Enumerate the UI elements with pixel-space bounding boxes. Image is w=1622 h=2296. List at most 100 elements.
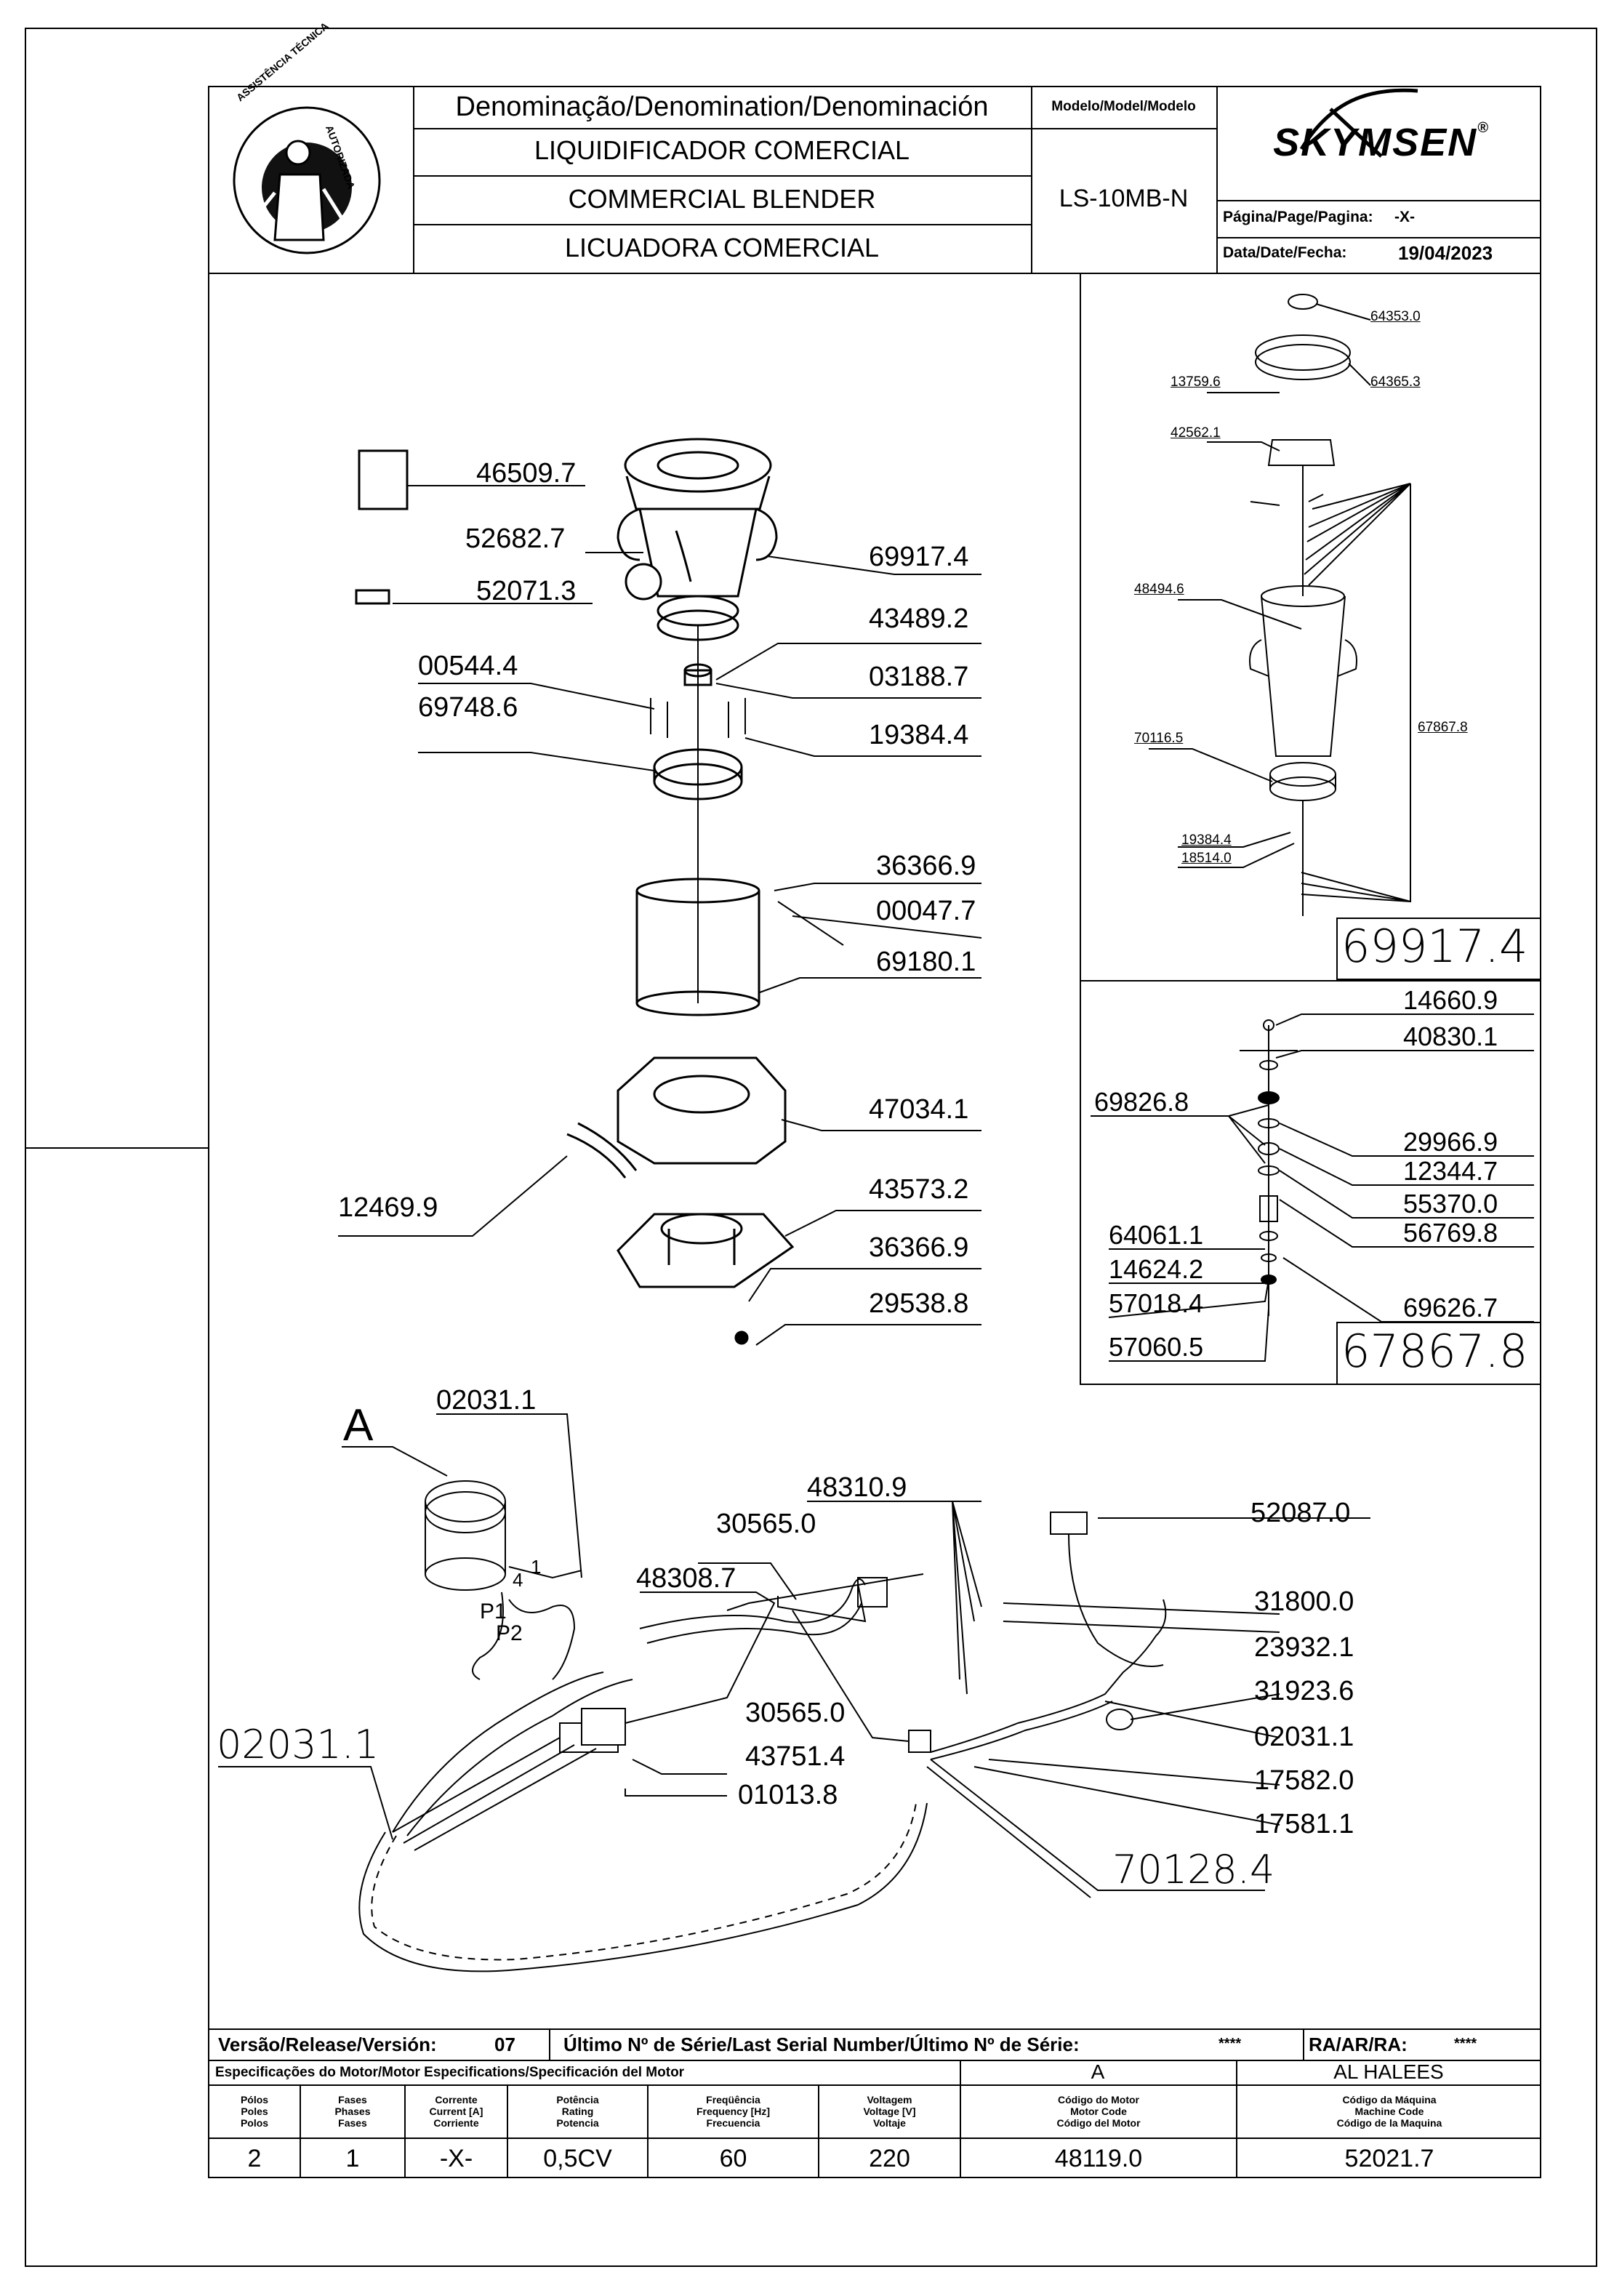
ra-label: RA/AR/RA: [1309,2034,1408,2055]
blade-detail-part: 57018.4 [1109,1288,1204,1318]
col-header-motor-code: Código do Motor Motor Code Código del Mo… [1056,2094,1141,2129]
blade-detail-part: 69626.7 [1403,1293,1498,1322]
blade-detail-part: 64061.1 [1109,1220,1204,1250]
part-label: 69748.6 [418,692,518,723]
blade-detail-part: 29966.9 [1403,1127,1498,1157]
wiring-part: 31923.6 [1254,1676,1354,1706]
part-label: 36366.9 [876,851,976,881]
serial-value: **** [1218,2036,1242,2052]
version-label: Versão/Release/Versión: [218,2034,437,2055]
wiring-part: 43751.4 [745,1741,846,1772]
sheet-border [208,86,1541,2178]
val-motor-code: 48119.0 [1054,2144,1143,2172]
part-label: 43489.2 [869,603,969,634]
wiring-part: 02031.1 [436,1385,537,1416]
product-name-pt: LIQUIDIFICADOR COMERCIAL [534,135,910,165]
motor-mark: 1 [531,1556,542,1578]
product-name-es: LICUADORA COMERCIAL [564,233,880,262]
jar-detail-part: 48494.6 [1134,582,1184,597]
motor-mark: 4 [513,1569,523,1591]
margin-tick [25,1147,208,1149]
motor-mark: P2 [496,1621,523,1645]
wiring-part: 02031.1 [1254,1722,1354,1752]
part-label: 47034.1 [869,1094,969,1125]
date-label: Data/Date/Fecha: [1223,244,1347,261]
denomination-title: Denominação/Denomination/Denominación [455,92,989,122]
model-value: LS-10MB-N [1059,185,1189,212]
part-label: 03188.7 [869,662,969,692]
col-header-machine-code: Código da Máquina Machine Code Código de… [1336,2094,1442,2129]
jar-detail-part: 13759.6 [1171,374,1221,390]
blade-detail-part: 14624.2 [1109,1254,1204,1284]
blade-assembly-code: 67867.8 [1341,1325,1528,1378]
part-label: 12469.9 [338,1192,438,1223]
part-label: 69180.1 [876,947,976,977]
jar-assembly-code: 69917.4 [1341,920,1528,973]
version-value: 07 [494,2034,515,2055]
part-label: 19384.4 [869,720,969,750]
jar-detail-part: 64353.0 [1370,309,1421,324]
wiring-part: 01013.8 [738,1780,838,1810]
wiring-part: 48308.7 [636,1563,736,1594]
blade-detail-part: 57060.5 [1109,1332,1204,1362]
blade-detail-part: 40830.1 [1403,1021,1498,1051]
wiring-part: 52087.0 [1250,1498,1351,1528]
motor-spec-label: Especificações do Motor/Motor Especifica… [215,2065,685,2080]
blade-detail-part: 55370.0 [1403,1189,1498,1219]
model-label: Modelo/Model/Modelo [1051,99,1196,114]
val-phases: 1 [345,2144,360,2172]
blade-code-box [1336,1322,1541,1385]
jar-detail-part: 70116.5 [1134,731,1184,746]
jar-detail-part: 67867.8 [1418,720,1468,735]
jar-detail-part: 18514.0 [1181,851,1232,866]
jar-detail-part: 64365.3 [1370,374,1421,390]
wiring-part: 48310.9 [807,1472,907,1503]
wiring-part: 17581.1 [1254,1809,1354,1839]
part-label: 46509.7 [476,458,577,489]
part-label: 52682.7 [465,523,566,554]
blade-detail-part: 14660.9 [1403,985,1498,1015]
wiring-part: 23932.1 [1254,1632,1354,1663]
val-rating: 0,5CV [543,2144,612,2172]
detail-panels [1080,273,1541,1385]
part-label: 52071.3 [476,576,577,606]
col-header-voltage: Voltagem Voltage [V] Voltaje [863,2094,916,2129]
col-header-poles: Pólos Poles Polos [240,2094,269,2129]
blade-detail-part: 12344.7 [1403,1156,1498,1186]
wiring-part: 30565.0 [716,1509,816,1539]
val-voltage: 220 [869,2144,910,2172]
page-label: Página/Page/Pagina: [1223,209,1373,225]
product-name-en: COMMERCIAL BLENDER [568,184,876,214]
brand-logo: SKYMSEN® [1273,120,1490,164]
wiring-part: 17582.0 [1254,1765,1354,1796]
blade-detail-part: 69826.8 [1094,1087,1189,1117]
part-label: 69917.4 [869,542,969,572]
col-header-phases: Fases Phases Fases [334,2094,371,2129]
wiring-big-label-left: 02031.1 [217,1722,380,1767]
date-value: 19/04/2023 [1398,242,1493,264]
part-label: 00544.4 [418,651,518,681]
wiring-big-label-bottom: 70128.4 [1112,1847,1275,1892]
col-header-rating: Potência Rating Potencia [556,2094,599,2129]
part-label: 00047.7 [876,896,976,926]
val-machine-code: 52021.7 [1344,2144,1434,2172]
blade-detail-part: 56769.8 [1403,1218,1498,1248]
val-current: -X- [439,2144,473,2172]
wiring-part: 30565.0 [745,1698,846,1728]
motor-mark: P1 [480,1599,507,1623]
jar-code-box [1336,918,1541,980]
col-header-current: Corrente Current [A] Corriente [429,2094,483,2129]
val-frequency: 60 [719,2144,747,2172]
col-header-frequency: Freqüência Frequency [Hz] Frecuencia [696,2094,771,2129]
jar-detail-part: 19384.4 [1181,832,1232,848]
ra-value: **** [1454,2036,1477,2052]
dealer-name: AL HALEES [1333,2060,1444,2083]
view-letter: A [343,1400,374,1450]
val-poles: 2 [247,2144,262,2172]
serial-label: Último Nº de Série/Last Serial Number/Úl… [563,2034,1080,2055]
part-label: 43573.2 [869,1174,969,1205]
part-label: 29538.8 [869,1288,969,1319]
part-label: 36366.9 [869,1232,969,1263]
motor-letter: A [1091,2060,1105,2083]
jar-detail-part: 42562.1 [1171,425,1221,441]
